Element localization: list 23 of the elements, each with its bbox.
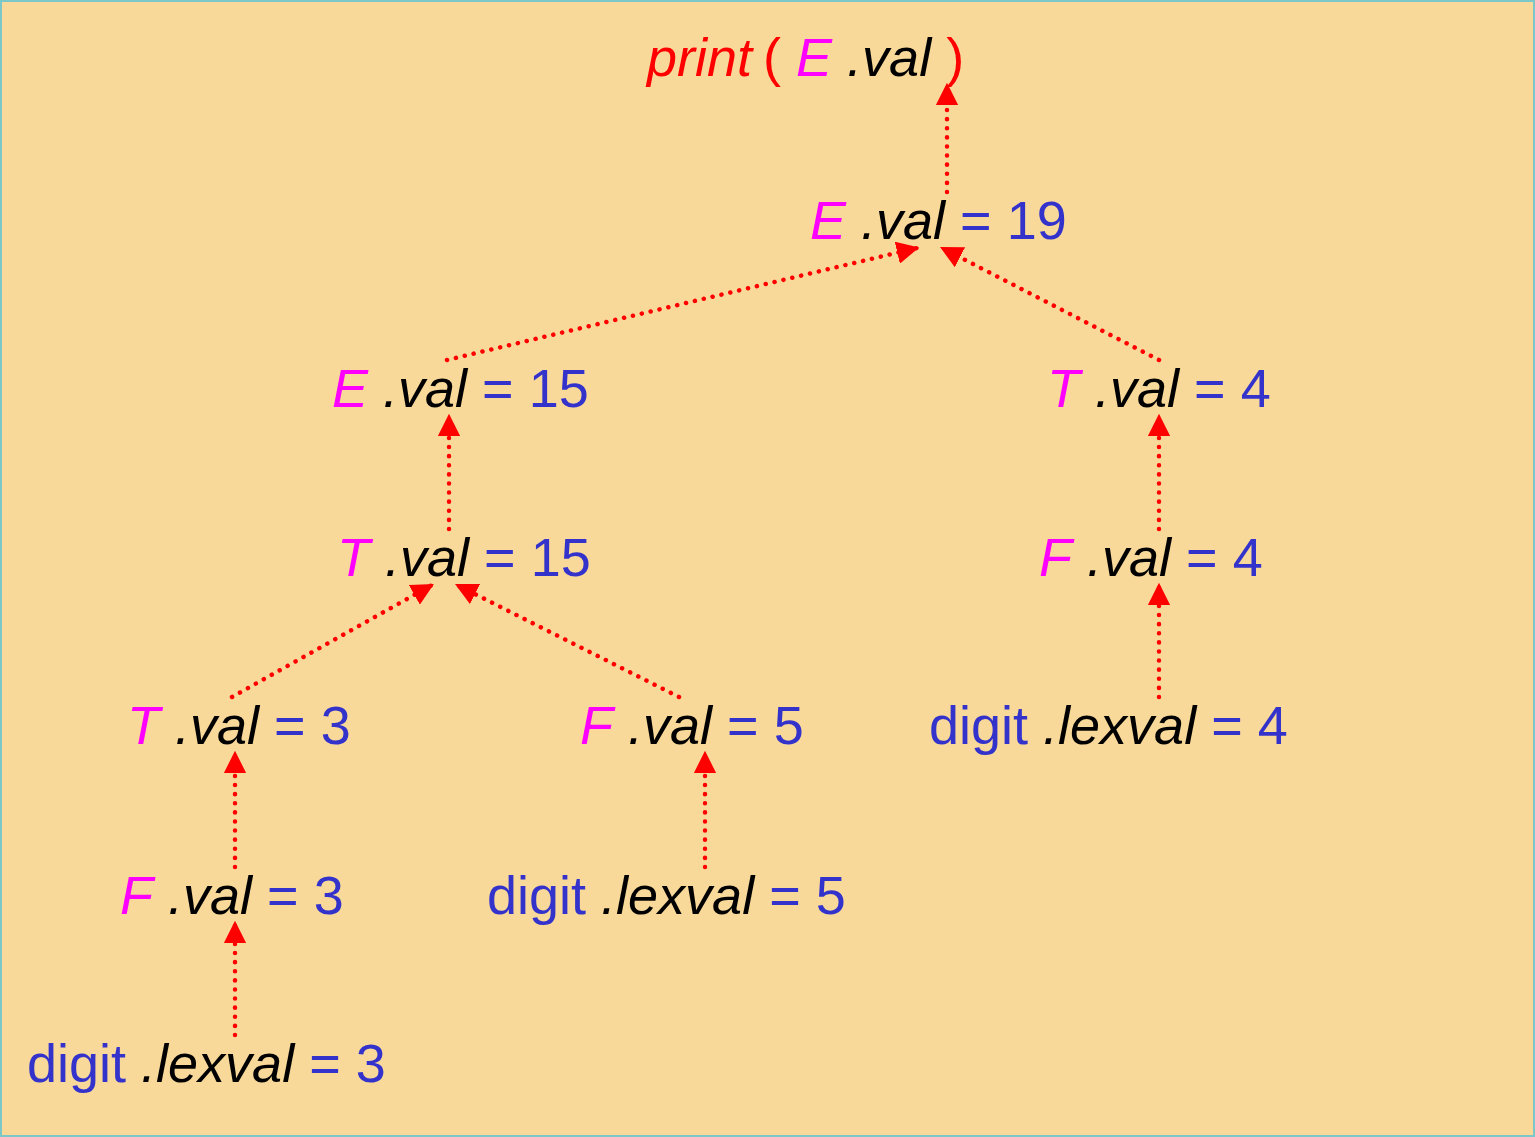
attribute-value-label: digit .lexval = 3 (27, 1033, 386, 1093)
attribute-value-label: E .val = 19 (810, 190, 1067, 250)
dotted-arrow (223, 750, 247, 870)
dotted-arrow (693, 750, 717, 870)
attribute-value-label: digit .lexval = 5 (487, 865, 846, 925)
attribute-value-label: F .val = 4 (1039, 527, 1263, 587)
attribute-value-label: F .val = 5 (580, 695, 804, 755)
dotted-arrow (1147, 413, 1171, 532)
attribute-value-label: digit .lexval = 4 (929, 695, 1288, 755)
dotted-arrow (444, 241, 920, 363)
dotted-arrow (454, 582, 682, 700)
attribute-value-label: print ( E .val ) (647, 27, 965, 87)
dotted-arrow (223, 920, 247, 1038)
attribute-value-label: E .val = 15 (332, 358, 589, 418)
dotted-arrow (229, 582, 435, 700)
dotted-arrow (939, 245, 1162, 363)
attribute-value-label: T .val = 15 (337, 527, 591, 587)
attribute-value-label: F .val = 3 (120, 865, 344, 925)
dotted-arrow (935, 82, 959, 195)
attribute-value-label: T .val = 3 (127, 695, 351, 755)
dotted-arrow (1147, 582, 1171, 700)
attribute-value-label: T .val = 4 (1047, 358, 1271, 418)
dotted-arrow (437, 413, 461, 532)
